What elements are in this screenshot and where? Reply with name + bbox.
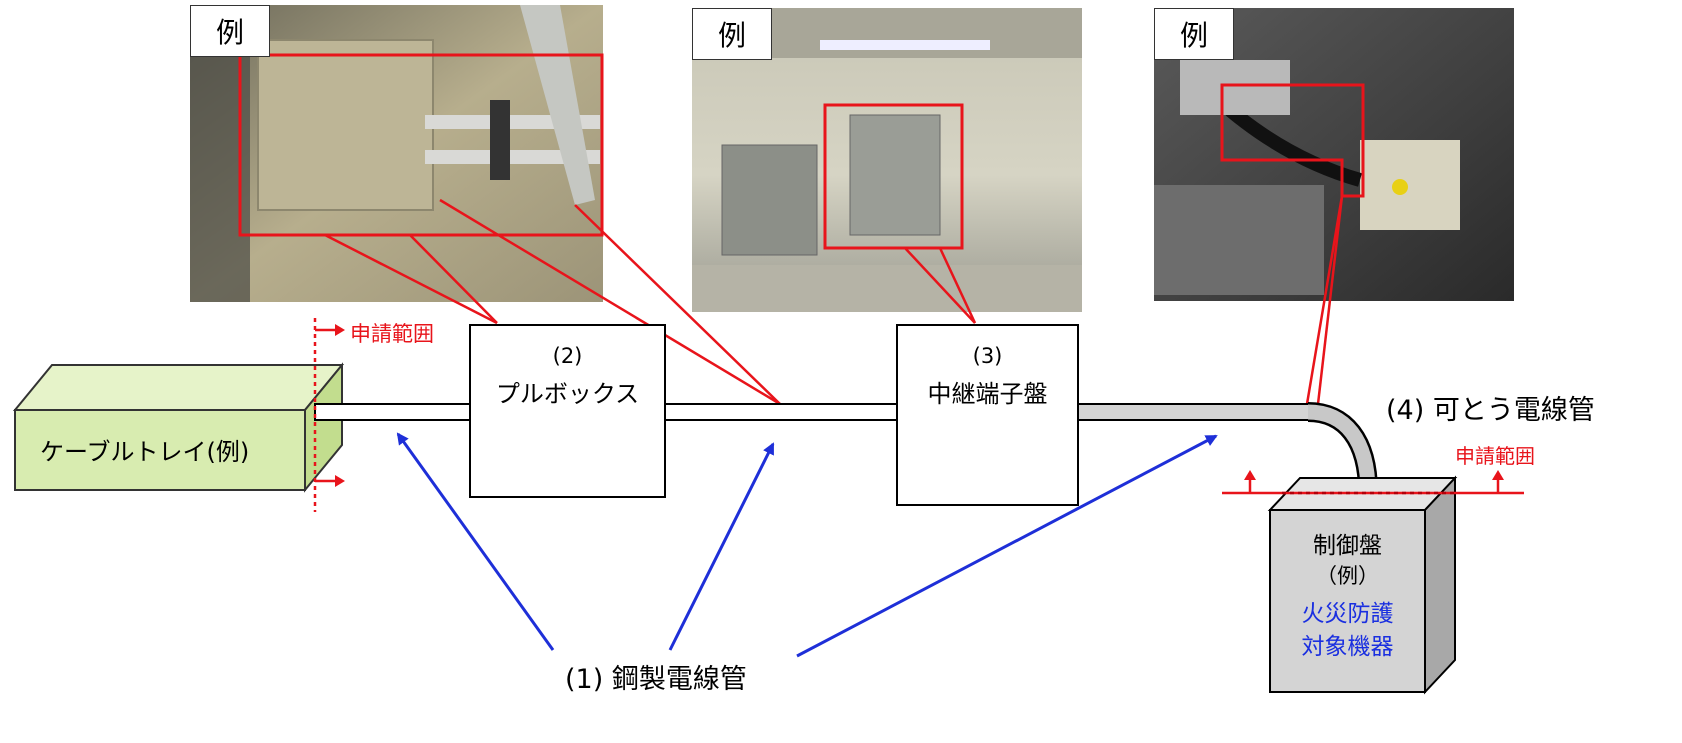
relay-terminal-board	[896, 324, 1079, 506]
cable-tray	[12, 362, 345, 493]
cable-tray-label: ケーブルトレイ(例)	[40, 438, 250, 466]
scope-label-right: 申請範囲	[1455, 444, 1535, 468]
pull-box-label: プルボックス	[495, 380, 640, 408]
photo-leader-lines	[324, 195, 1344, 406]
protected-equipment-label-2: 対象機器	[1301, 634, 1394, 660]
example-tag: 例	[190, 5, 270, 57]
relay-terminal-label: 中継端子盤	[927, 380, 1048, 408]
pull-box	[469, 324, 666, 498]
control-panel-label: 制御盤	[1313, 533, 1382, 559]
steel-conduit-pipes	[314, 403, 1311, 421]
control-panel-example: （例）	[1316, 564, 1379, 588]
scope-label-left: 申請範囲	[350, 322, 434, 346]
photo-relay-terminal	[692, 8, 1082, 312]
steel-conduit-label: (1) 鋼製電線管	[565, 664, 747, 695]
protected-equipment-label-1: 火災防護	[1301, 601, 1394, 627]
example-tag: 例	[1154, 8, 1234, 60]
relay-terminal-number: (3)	[972, 344, 1003, 368]
example-tag: 例	[692, 8, 772, 60]
scope-marker-right	[1222, 470, 1524, 495]
scope-marker-left	[313, 318, 345, 512]
steel-conduit-arrows	[396, 432, 1218, 658]
pull-box-number: (2)	[552, 344, 583, 368]
flexible-conduit-bend	[1307, 402, 1378, 493]
flexible-conduit-label: (4) 可とう電線管	[1386, 395, 1595, 426]
